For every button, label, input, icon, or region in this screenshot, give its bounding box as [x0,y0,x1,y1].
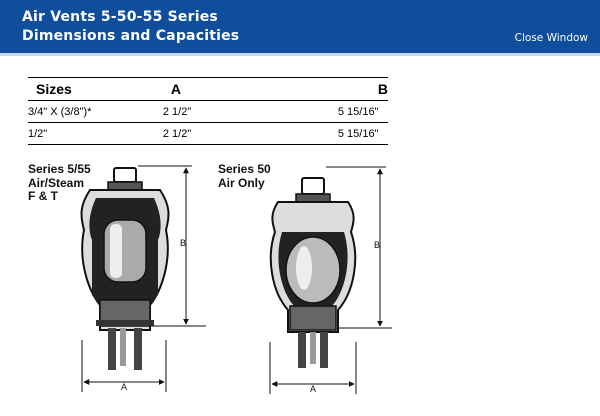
vent-drawing-left [80,167,170,370]
cell-a: 2 1/2" [138,100,278,123]
dim-b-right: B [374,240,380,250]
dim-a-left: A [121,382,127,392]
label-line: Air/Steam [28,175,85,190]
header-a: A [138,77,278,101]
series-5-55-label: Series 5/55 Air/Steam F & T [28,162,91,204]
header-bar: Air Vents 5-50-55 Series Dimensions and … [0,0,600,56]
cell-a: 2 1/2" [138,122,278,145]
page-title-line-1: Air Vents 5-50-55 Series [22,9,218,25]
close-window-link[interactable]: Close Window [514,32,588,44]
label-line: Air Only [218,175,265,190]
label-line: Series 50 [218,162,271,176]
cell-b: 5 15/16" [277,100,388,123]
vent-drawing-right [269,177,357,368]
cell-size: 1/2" [28,122,139,145]
cell-size: 3/4" X (3/8")* [28,100,139,123]
page-title-line-2: Dimensions and Capacities [22,28,240,44]
label-line: F & T [28,189,58,203]
dim-b-left: B [180,238,186,248]
dim-a-right: A [310,384,316,394]
table-header-row: Sizes A B [28,77,388,101]
header-b: B [277,77,388,101]
dimensions-table: Sizes A B 3/4" X (3/8")* 2 1/2" 5 15/16"… [28,77,388,145]
table-row: 1/2" 2 1/2" 5 15/16" [28,122,388,145]
header-sizes: Sizes [28,77,139,101]
dimension-lines-right [269,166,392,394]
table-row: 3/4" X (3/8")* 2 1/2" 5 15/16" [28,100,388,123]
dimension-lines-left [81,165,206,392]
series-50-label: Series 50 Air Only [218,162,271,190]
cell-b: 5 15/16" [277,122,388,145]
label-line: Series 5/55 [28,162,91,176]
